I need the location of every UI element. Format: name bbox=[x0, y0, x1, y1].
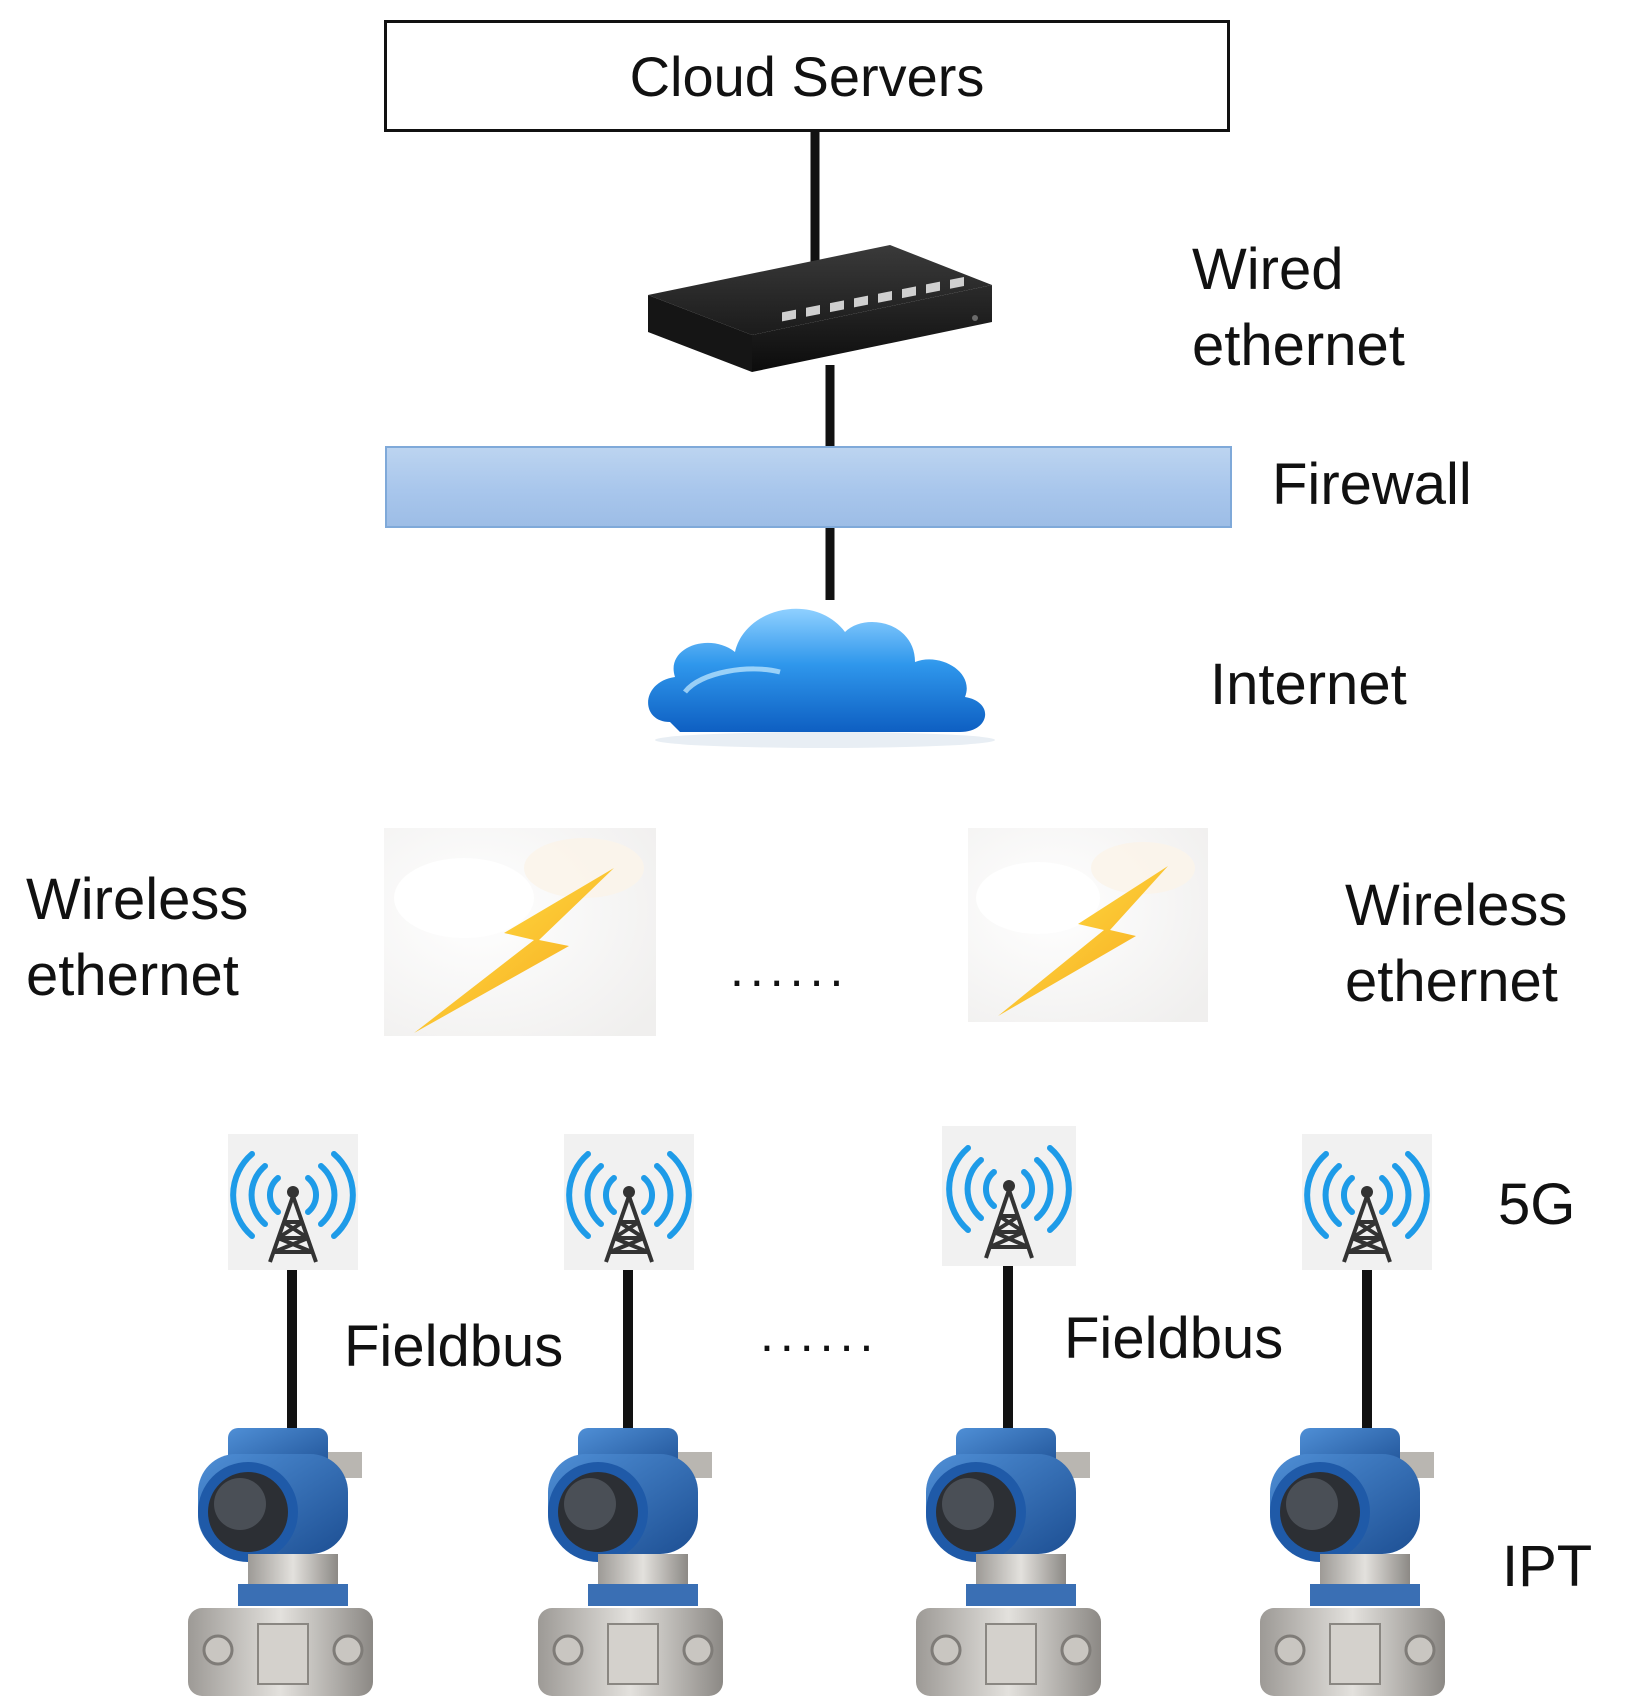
cloud-servers-box: Cloud Servers bbox=[384, 20, 1230, 132]
wired-ethernet-label: Wired ethernet bbox=[1192, 232, 1405, 384]
wireless-ethernet-right-label: Wireless ethernet bbox=[1345, 868, 1567, 1020]
cell-tower-icon bbox=[564, 1134, 694, 1270]
wired-ethernet-line1: Wired bbox=[1192, 237, 1344, 302]
wireless-ellipsis: ...... bbox=[730, 941, 850, 997]
pressure-transmitter-icon bbox=[916, 1428, 1101, 1696]
cell-tower-icon bbox=[942, 1126, 1076, 1266]
pressure-transmitter-icon bbox=[188, 1428, 373, 1696]
wireless-left-line2: ethernet bbox=[26, 943, 239, 1008]
pressure-transmitter-icon bbox=[538, 1428, 723, 1696]
wireless-right-line2: ethernet bbox=[1345, 949, 1558, 1014]
firewall-label: Firewall bbox=[1272, 452, 1472, 517]
wireless-ethernet-left-label: Wireless ethernet bbox=[26, 862, 248, 1014]
firewall-bar bbox=[385, 446, 1232, 528]
lightning-bolt-icon bbox=[968, 828, 1208, 1022]
lightning-bolt-icon bbox=[384, 828, 656, 1036]
pressure-transmitter-icon bbox=[1260, 1428, 1445, 1696]
network-switch-icon bbox=[648, 245, 992, 372]
cell-tower-icon bbox=[1302, 1134, 1432, 1270]
wireless-right-line1: Wireless bbox=[1345, 873, 1568, 938]
cloud-icon bbox=[648, 608, 995, 748]
cell-tower-icon bbox=[228, 1134, 358, 1270]
fieldbus-left-label: Fieldbus bbox=[344, 1314, 564, 1379]
cloud-servers-label: Cloud Servers bbox=[629, 44, 985, 108]
wireless-left-line1: Wireless bbox=[26, 867, 249, 932]
internet-label: Internet bbox=[1210, 652, 1407, 717]
5g-label: 5G bbox=[1498, 1172, 1576, 1237]
ipt-label: IPT bbox=[1502, 1534, 1593, 1599]
wired-ethernet-line2: ethernet bbox=[1192, 313, 1405, 378]
fieldbus-right-label: Fieldbus bbox=[1064, 1306, 1284, 1371]
fieldbus-ellipsis: ...... bbox=[760, 1306, 880, 1362]
